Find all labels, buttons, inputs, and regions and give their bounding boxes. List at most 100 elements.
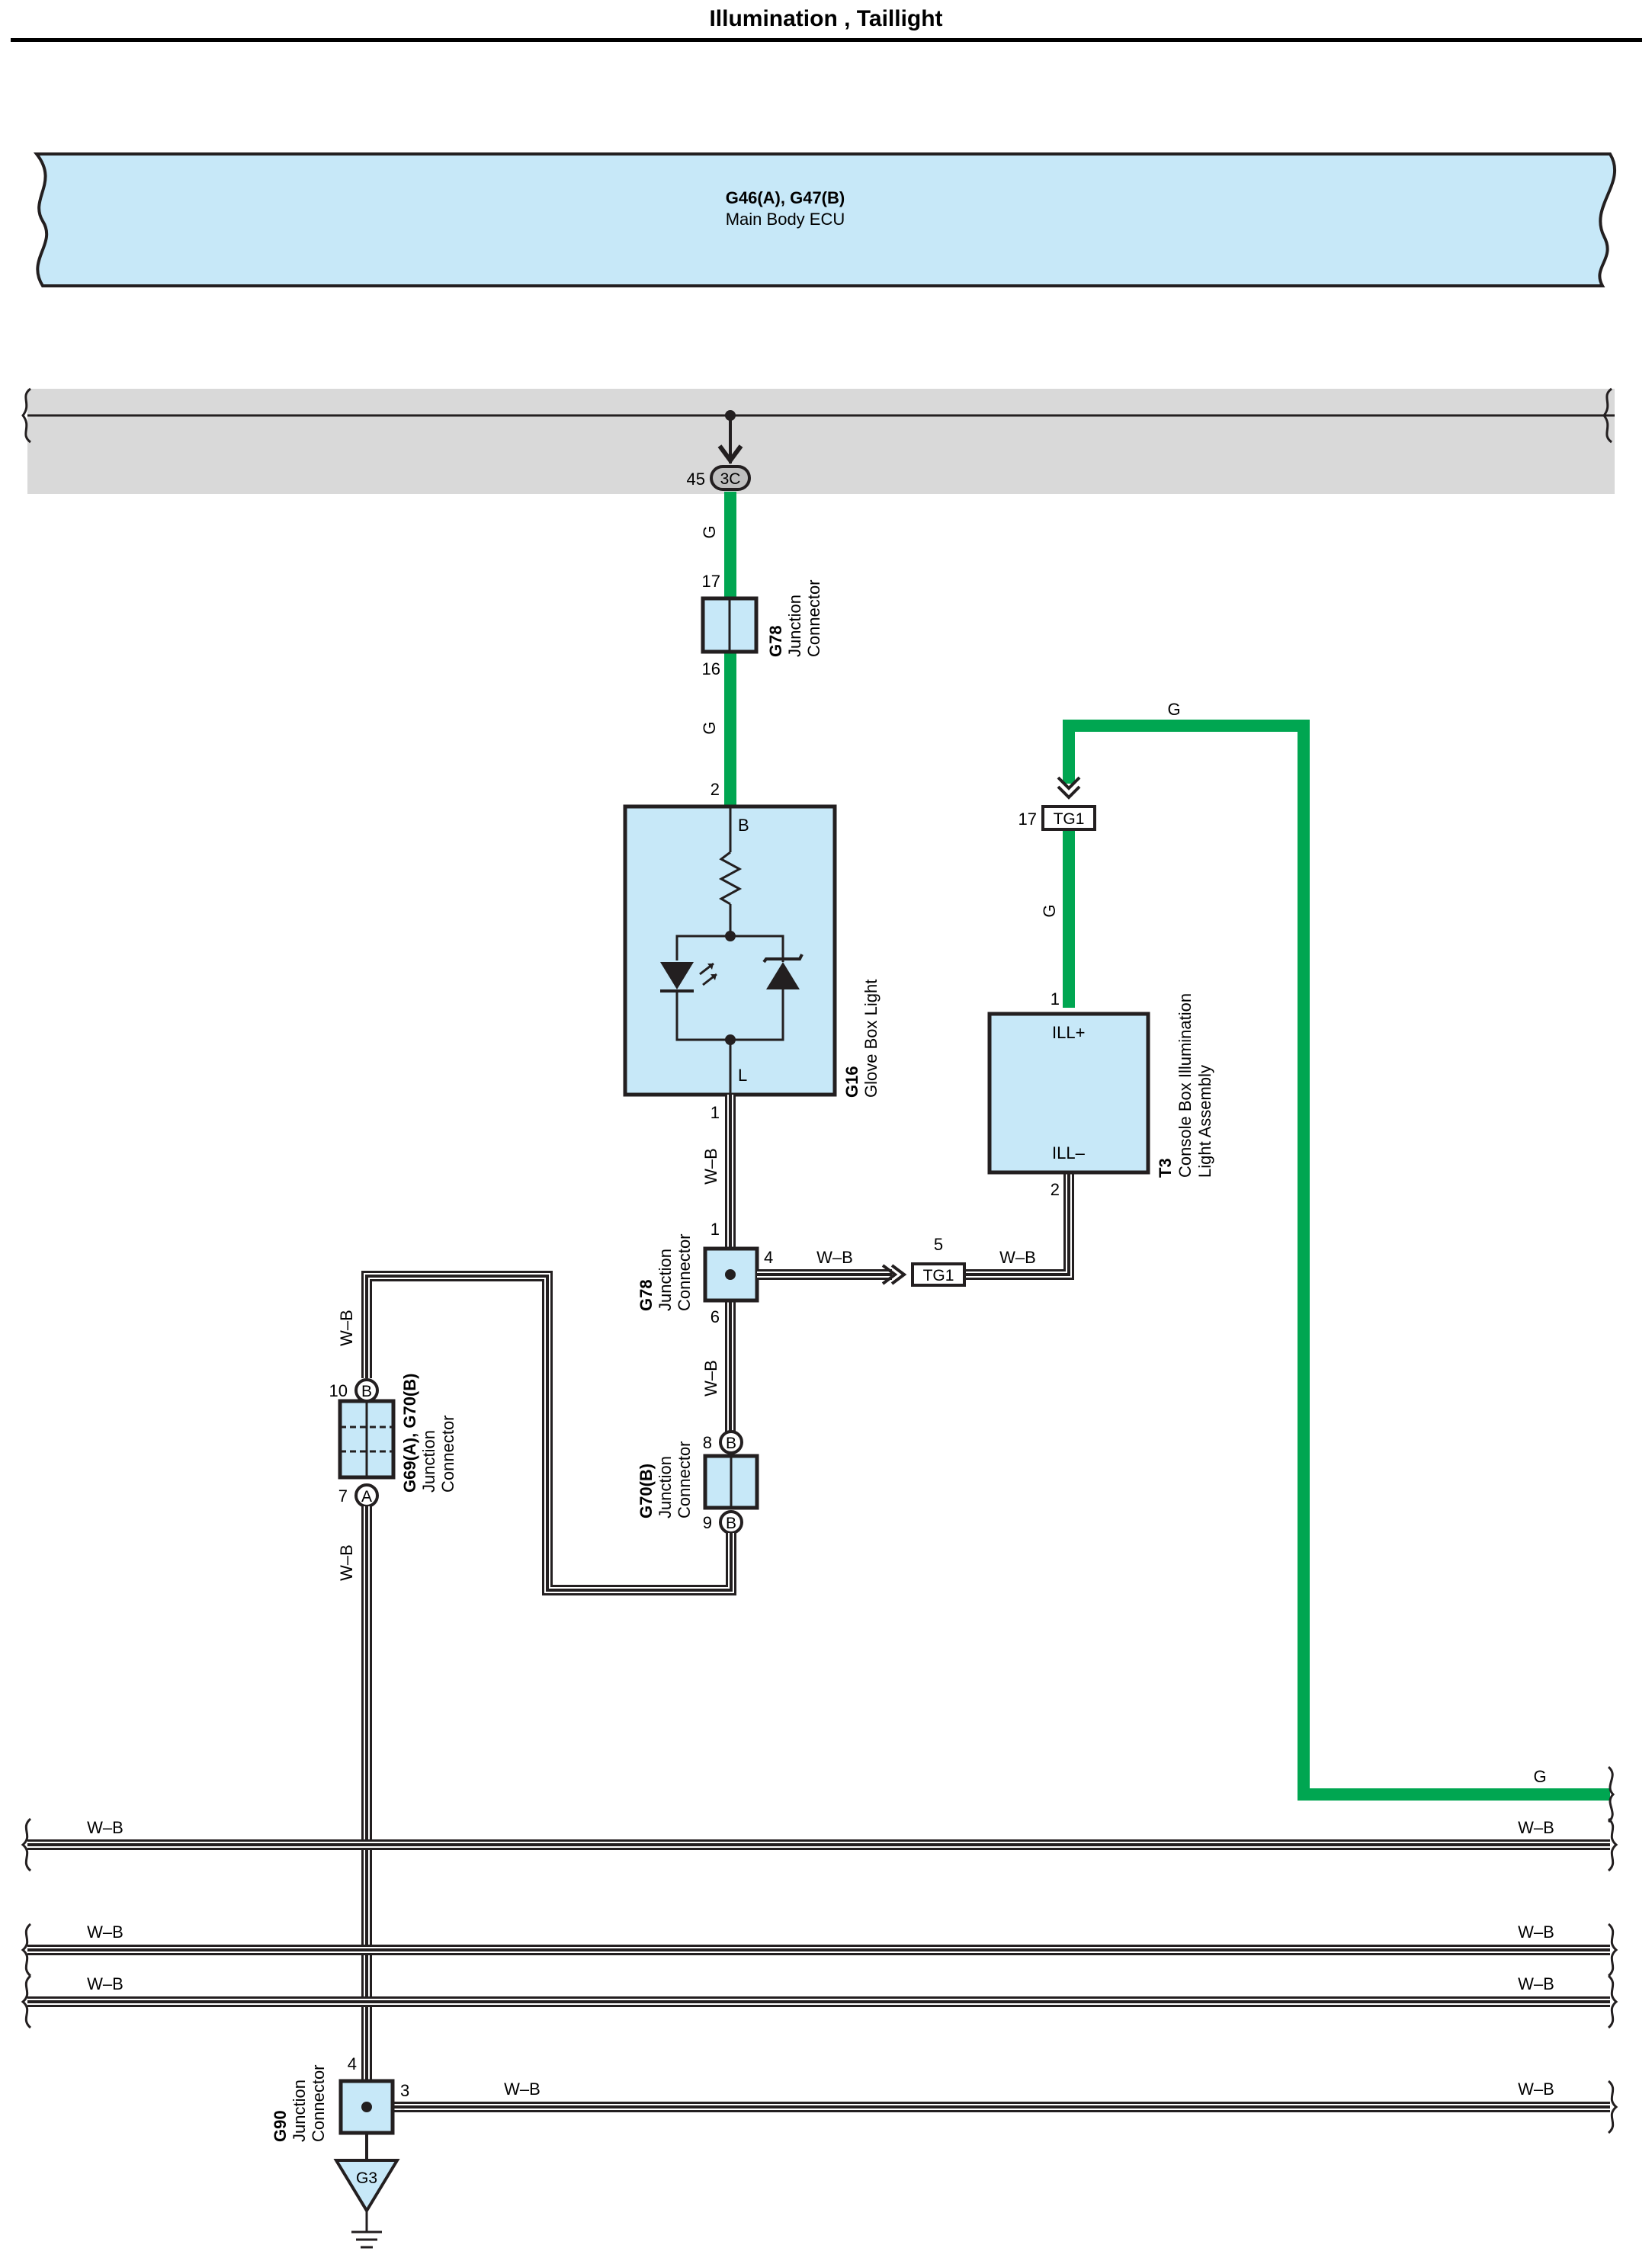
wire-color-wb-4: W–B <box>999 1248 1036 1267</box>
main-body-ecu[interactable]: G46(A), G47(B) Main Body ECU <box>33 152 1616 287</box>
g78-line2-top: Connector <box>804 579 823 657</box>
wire-color-g-3: G <box>1167 700 1180 719</box>
t3-line1: Console Box Illumination <box>1176 993 1195 1178</box>
g69-code: G69(A), G70(B) <box>400 1374 419 1493</box>
g78-line2-mid: Connector <box>675 1233 694 1311</box>
wire-color-g-1: G <box>700 525 719 538</box>
resistor-icon <box>718 851 743 906</box>
wire-color-g-2: G <box>700 721 719 734</box>
wire-color-g-5: G <box>1533 1767 1546 1786</box>
t3-pin-ill-minus: ILL– <box>1052 1143 1086 1162</box>
wire-color-wb-2: W–B <box>701 1360 720 1397</box>
g69-letter-bottom: A <box>361 1488 372 1506</box>
g78-mid-pin-4: 4 <box>764 1248 773 1267</box>
wire-color-wb-14: W–B <box>1518 2080 1554 2099</box>
wb-wire-g78-to-t3[interactable]: W–B W–B <box>757 1172 1074 1285</box>
g78-junction-connector-mid[interactable]: 1 4 6 G78 Junction Connector <box>637 1220 773 1326</box>
wire-color-wb-1: W–B <box>701 1148 720 1185</box>
ground-triangle-icon <box>333 2159 400 2214</box>
g16-code: G16 <box>842 1066 861 1098</box>
g70b-pin-9: 9 <box>703 1513 712 1532</box>
g90-pin-4: 4 <box>348 2054 357 2073</box>
g70b-line2: Connector <box>675 1441 694 1518</box>
tg1-top-pin-17: 17 <box>1018 810 1037 829</box>
g16-glove-box-light[interactable]: 2 B L 1 G16 Glove Box Light <box>623 780 881 1122</box>
wb-bus-line-3[interactable]: W–B W–B <box>27 1974 1610 2007</box>
g90-code: G90 <box>271 2110 290 2142</box>
zener-diode-icon <box>762 954 804 989</box>
ground-symbol-icon <box>351 2211 382 2249</box>
wire-color-wb-5: W–B <box>337 1310 356 1346</box>
ground-label: G3 <box>356 2169 377 2187</box>
t3-code: T3 <box>1156 1158 1175 1178</box>
g90-pin-3: 3 <box>400 2081 409 2100</box>
page-title: Illumination , Taillight <box>709 6 943 31</box>
wb-wire-g69-to-g90[interactable]: W–B <box>337 1506 372 2081</box>
wire-color-wb-8: W–B <box>1518 1818 1554 1837</box>
g78-pin-16: 16 <box>702 659 720 678</box>
g90-line1: Junction <box>290 2080 309 2142</box>
g70b-code: G70(B) <box>637 1464 656 1518</box>
ecu-name: Main Body ECU <box>726 210 845 229</box>
g78-pin-17: 17 <box>702 572 720 591</box>
g69-pin-7: 7 <box>338 1486 348 1506</box>
g78-mid-pin-6: 6 <box>711 1307 720 1326</box>
t3-pin-1: 1 <box>1051 989 1060 1009</box>
g70b-letter-top: B <box>726 1435 736 1452</box>
ground-g3[interactable]: G3 <box>333 2133 400 2249</box>
g70b-line1: Junction <box>656 1456 675 1518</box>
g69-line1: Junction <box>419 1430 438 1493</box>
t3-console-box-illumination[interactable]: ILL+ ILL– 1 2 T3 Console Box Illuminatio… <box>987 989 1214 1199</box>
tg1-mid-pin-5: 5 <box>934 1235 943 1254</box>
g90-junction-connector[interactable]: 4 3 G90 Junction Connector <box>271 2054 409 2142</box>
g16-name: Glove Box Light <box>861 980 881 1098</box>
g90-line2: Connector <box>309 2064 328 2142</box>
t3-line2: Light Assembly <box>1195 1065 1214 1178</box>
wb-wire-g70-to-g69[interactable]: W–B <box>337 1271 736 1595</box>
g69-line2: Connector <box>438 1415 457 1493</box>
g69-g70-junction-connector[interactable]: B A 10 7 G69(A), G70(B) Junction Connect… <box>329 1374 457 1508</box>
green-wire-right-to-t3[interactable]: G G G <box>1040 700 1615 1823</box>
wire-color-wb-12: W–B <box>1518 1974 1554 1993</box>
wire-color-wb-9: W–B <box>87 1922 123 1942</box>
ecu-connector-bus <box>21 387 1615 494</box>
title-rule <box>11 38 1642 42</box>
tg1-top-label: TG1 <box>1054 810 1085 828</box>
g69-letter-top: B <box>361 1383 372 1400</box>
tg1-top-arrow-icon <box>1057 776 1081 800</box>
connector-3c-label: 3C <box>720 470 741 488</box>
g69-pin-10: 10 <box>329 1381 348 1400</box>
g70b-pin-8: 8 <box>703 1433 712 1452</box>
g70b-junction-connector[interactable]: B B 8 9 G70(B) Junction Connector <box>637 1430 759 1534</box>
g78-junction-connector-top[interactable]: 17 16 G78 Junction Connector <box>701 572 823 678</box>
g16-pin-1: 1 <box>711 1103 720 1122</box>
g16-pin-l: L <box>738 1066 747 1085</box>
ecu-pin-45[interactable]: 3C 45 <box>687 465 751 491</box>
wire-color-wb-6: W–B <box>337 1544 356 1581</box>
tg1-mid-arrow-icon <box>881 1264 907 1285</box>
g70b-letter-bottom: B <box>726 1515 736 1532</box>
wire-color-wb-10: W–B <box>1518 1922 1554 1942</box>
g16-pin-2: 2 <box>711 780 720 799</box>
g78-code-top: G78 <box>766 625 785 657</box>
g78-code-mid: G78 <box>637 1279 656 1311</box>
tg1-connector-mid[interactable]: TG1 5 <box>911 1235 966 1287</box>
bus-break-markers <box>21 1817 1618 2134</box>
wire-color-wb-7: W–B <box>87 1818 123 1837</box>
wire-color-g-4: G <box>1040 904 1059 917</box>
tg1-mid-label: TG1 <box>923 1267 954 1284</box>
wire-color-wb-11: W–B <box>87 1974 123 1993</box>
wb-bus-line-4[interactable]: W–B W–B <box>393 2080 1610 2112</box>
tg1-connector-top[interactable]: TG1 17 <box>1018 805 1096 831</box>
g78-line1-top: Junction <box>785 595 804 657</box>
pin-45-label: 45 <box>687 470 705 489</box>
wire-color-wb-3: W–B <box>816 1248 853 1267</box>
t3-pin-2: 2 <box>1051 1180 1060 1199</box>
g78-mid-pin-1: 1 <box>711 1220 720 1239</box>
t3-pin-ill-plus: ILL+ <box>1052 1023 1085 1042</box>
g78-line1-mid: Junction <box>656 1249 675 1311</box>
ecu-code: G46(A), G47(B) <box>726 188 845 207</box>
wb-bus-line-1[interactable]: W–B W–B <box>27 1818 1610 1850</box>
wb-bus-line-2[interactable]: W–B W–B <box>27 1922 1610 1955</box>
